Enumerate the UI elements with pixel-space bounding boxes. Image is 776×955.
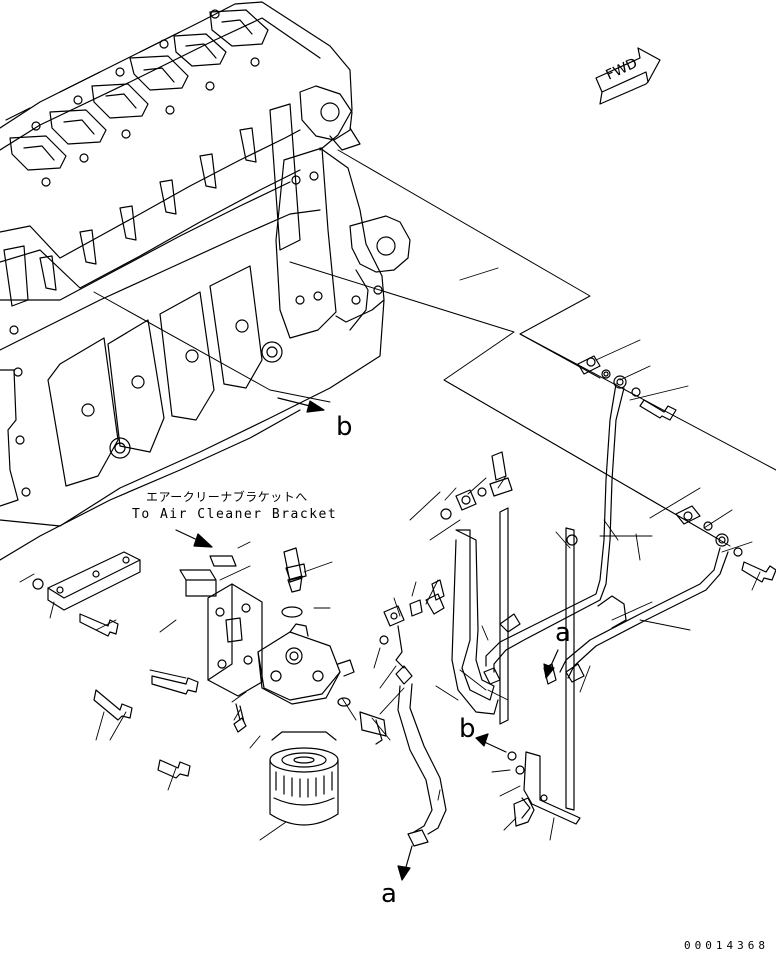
small-hardware — [233, 703, 531, 819]
ref-label-b-top: b — [336, 412, 353, 442]
oil-filter — [269, 731, 339, 826]
bracket-plates — [32, 551, 263, 779]
ref-arrow-b-top-icon — [277, 397, 325, 413]
engine-block — [0, 1, 411, 561]
note-japanese: エアークリーナブラケットへ — [146, 490, 308, 504]
air-cleaner-arrow-icon — [175, 529, 213, 548]
upper-tube-assembly — [485, 355, 776, 685]
ref-arrow-a-bottom-icon — [397, 845, 413, 881]
part-number: 00014368 — [684, 939, 769, 952]
lower-hose — [379, 579, 447, 847]
assembly-boundary — [93, 149, 776, 547]
ref-label-a-bottom: a — [381, 879, 397, 909]
ref-label-a-top: a — [555, 618, 571, 648]
ref-label-b-bottom: b — [459, 714, 476, 744]
ref-arrow-b-bottom-icon — [475, 733, 507, 753]
fwd-arrow-icon — [595, 47, 661, 105]
filter-head — [257, 547, 387, 745]
middle-fittings — [440, 451, 581, 827]
note-english: To Air Cleaner Bracket — [132, 507, 338, 522]
leader-lines — [19, 267, 761, 841]
